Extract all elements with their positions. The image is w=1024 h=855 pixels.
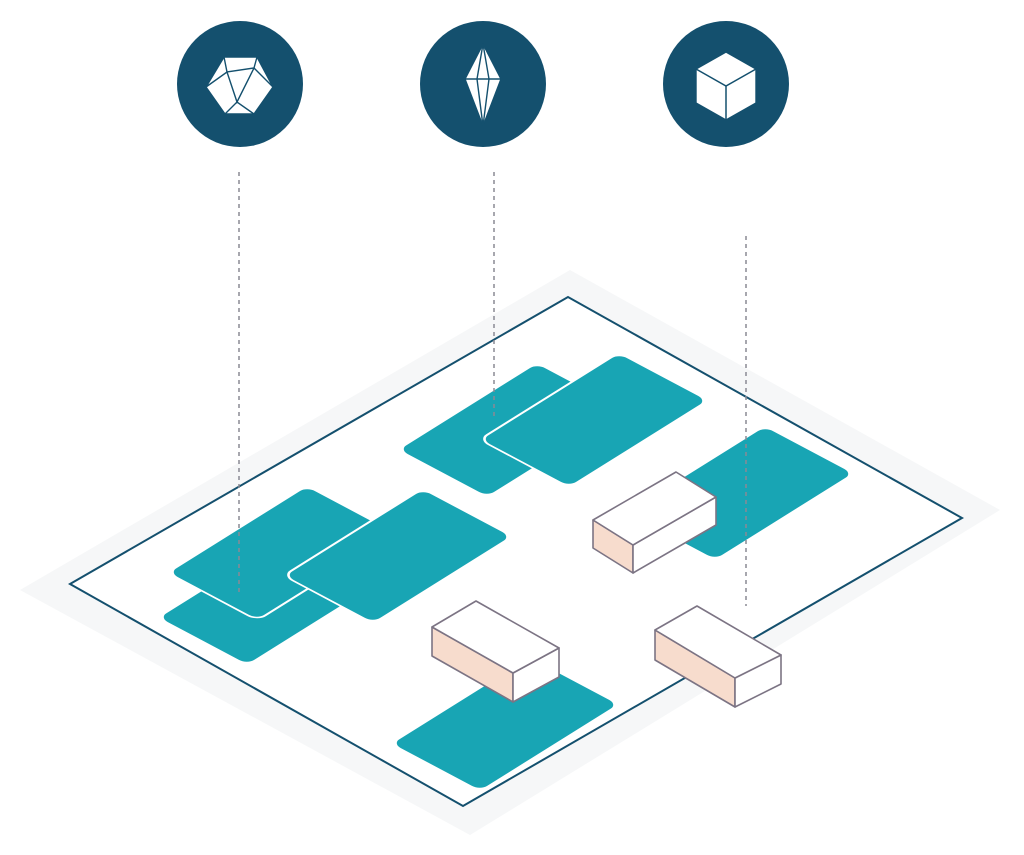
card — [394, 658, 616, 790]
dodecahedron-icon — [177, 21, 303, 147]
card — [483, 354, 705, 486]
box — [592, 471, 717, 574]
box — [431, 600, 560, 703]
box — [654, 605, 782, 708]
board-outline — [67, 295, 965, 808]
cube-icon — [663, 21, 789, 147]
crystal-icon — [420, 21, 546, 147]
card — [287, 490, 509, 622]
